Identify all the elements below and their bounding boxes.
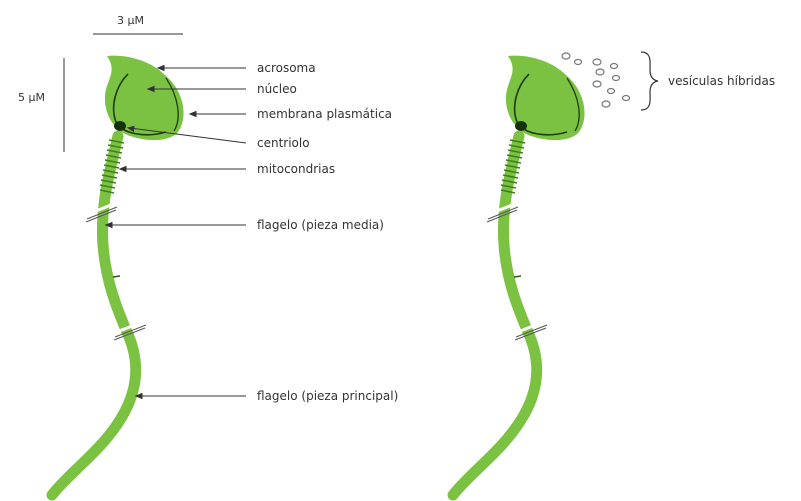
label-nucleus: núcleo [257, 82, 297, 96]
label-mitochondria: mitocondrias [257, 162, 335, 176]
label-plasma-membrane: membrana plasmática [257, 107, 392, 121]
centriole [515, 121, 527, 131]
label-acrosome: acrosoma [257, 61, 316, 75]
label-flagellum-principal: flagelo (pieza principal) [257, 389, 398, 403]
sperm-cell-acrosome-reacted [453, 56, 585, 495]
scale-bar-horizontal: 3 μM [93, 14, 183, 34]
flagellum [52, 136, 136, 495]
annulus-mark [113, 276, 120, 277]
scale-bar-vertical-label: 5 μM [18, 91, 45, 104]
scale-bar-vertical: 5 μM [18, 58, 64, 152]
centriole [114, 121, 126, 131]
flagellum [453, 136, 537, 495]
label-centriole: centriolo [257, 136, 310, 150]
scale-bar-horizontal-label: 3 μM [117, 14, 144, 27]
annulus-mark [514, 276, 521, 277]
label-flagellum-midpiece: flagelo (pieza media) [257, 218, 384, 232]
label-hybrid-vesicles: vesículas híbridas [668, 74, 775, 88]
vesicles-brace [641, 52, 658, 110]
sperm-cell-intact [52, 56, 184, 495]
